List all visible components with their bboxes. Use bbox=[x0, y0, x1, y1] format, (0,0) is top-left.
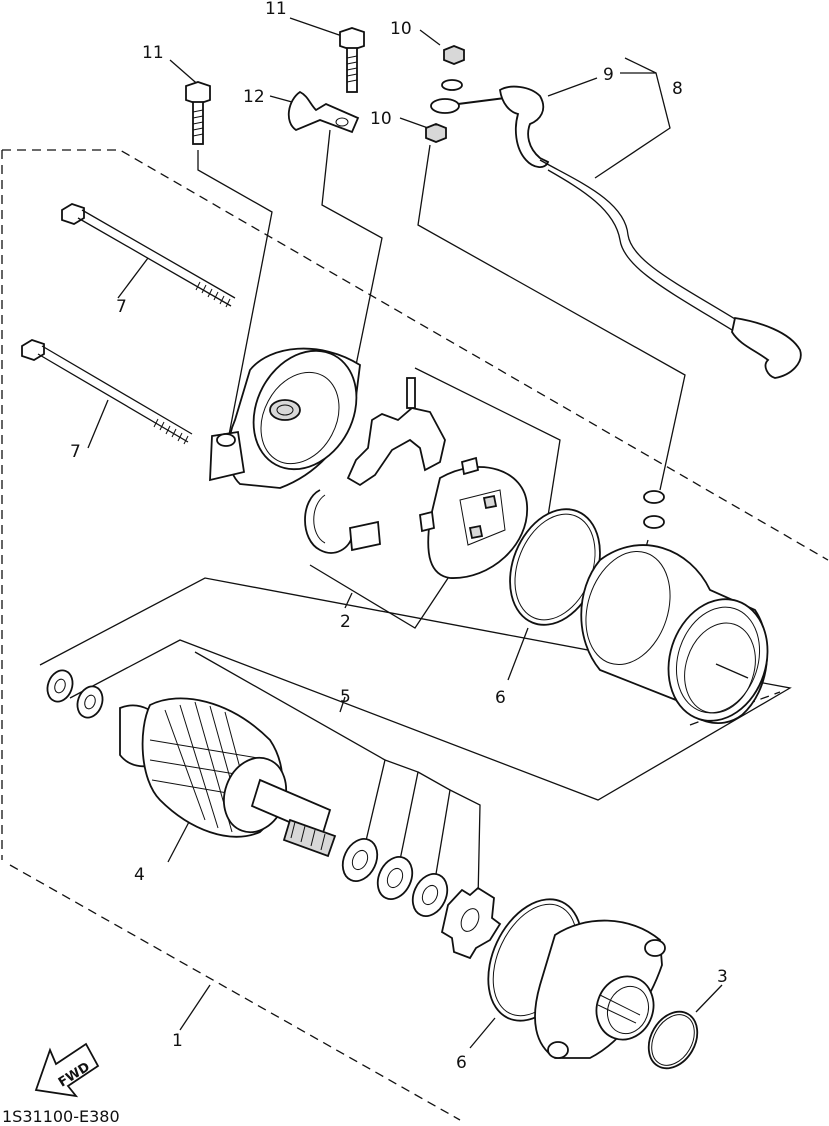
callout-6b: 6 bbox=[456, 1053, 467, 1073]
rear-cover bbox=[209, 347, 361, 489]
callout-7a: 7 bbox=[116, 297, 127, 317]
lead-clamp-12 bbox=[287, 90, 360, 134]
brush-holder-2 bbox=[304, 377, 528, 579]
through-bolt-7-lower bbox=[21, 339, 193, 445]
callout-3: 3 bbox=[717, 967, 728, 987]
callout-2: 2 bbox=[340, 612, 351, 632]
callout-7b: 7 bbox=[70, 442, 81, 462]
washer-5-right-a bbox=[341, 838, 379, 882]
diagram-code: 1S31100-E380 bbox=[2, 1107, 120, 1126]
bolt-11-left bbox=[185, 81, 211, 145]
callout-11a: 11 bbox=[265, 0, 287, 19]
callout-12: 12 bbox=[243, 87, 265, 107]
callout-5: 5 bbox=[340, 687, 351, 707]
through-bolt-7-upper bbox=[61, 203, 236, 308]
callout-10b: 10 bbox=[370, 109, 392, 129]
callout-8: 8 bbox=[672, 79, 683, 99]
callout-6a: 6 bbox=[495, 688, 506, 708]
nut-10-lower bbox=[425, 123, 447, 143]
washer-5-right-c bbox=[411, 873, 449, 917]
front-cover bbox=[534, 919, 666, 1059]
yoke-case bbox=[580, 544, 769, 724]
case-washers bbox=[643, 490, 665, 529]
washer-5-left-a bbox=[46, 669, 74, 703]
callout-10a: 10 bbox=[390, 19, 412, 39]
starter-lead-cable-8 bbox=[430, 85, 802, 379]
bolt-11-top bbox=[339, 27, 365, 93]
lock-washer-5 bbox=[440, 886, 502, 960]
armature-4 bbox=[119, 697, 337, 858]
washer-5-right-b bbox=[376, 856, 414, 900]
washer-5-left-b bbox=[76, 685, 104, 719]
callout-11b: 11 bbox=[142, 43, 164, 63]
callout-4: 4 bbox=[134, 865, 145, 885]
callout-1: 1 bbox=[172, 1031, 183, 1051]
callout-9: 9 bbox=[603, 65, 614, 85]
fwd-arrow-icon: FWD bbox=[34, 1042, 100, 1098]
nut-10-upper bbox=[441, 45, 465, 91]
o-ring-3 bbox=[647, 1010, 699, 1070]
callout-labels: 1 2 3 4 5 6 6 7 7 8 9 10 10 11 11 12 bbox=[70, 0, 728, 1073]
